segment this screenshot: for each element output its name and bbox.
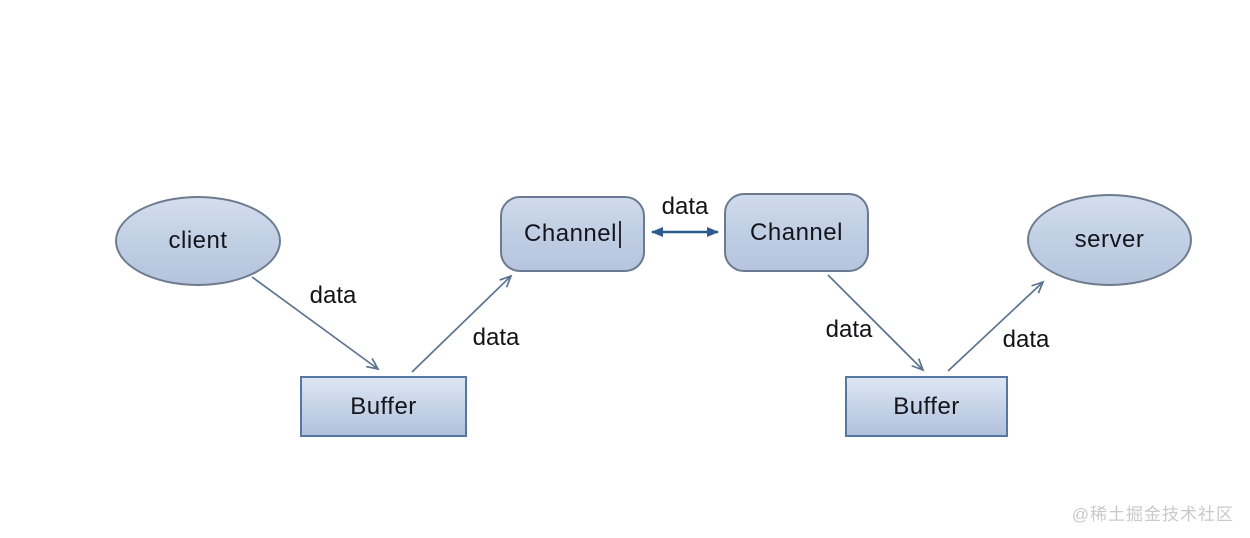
edge-buffer-to-channel	[411, 274, 513, 373]
edge-label-channel-buffer: data	[825, 316, 873, 343]
node-channel-right-label: Channel	[750, 218, 843, 246]
node-server-label: server	[1074, 226, 1145, 253]
node-channel-right: Channel	[724, 193, 869, 272]
edge-label-buffer-server: data	[1002, 326, 1050, 353]
node-buffer-left-label: Buffer	[350, 392, 417, 420]
edge-client-to-buffer	[251, 276, 380, 371]
node-channel-left-label: Channel	[524, 220, 617, 247]
edge-buffer-to-server	[947, 280, 1045, 372]
node-channel-left: Channel	[500, 196, 645, 272]
edge-label-channel-channel: data	[661, 193, 709, 220]
watermark-text: @稀土掘金技术社区	[1071, 505, 1234, 524]
node-buffer-left: Buffer	[300, 376, 467, 437]
edge-label-client-buffer: data	[309, 282, 357, 309]
edge-label-buffer-channel: data	[472, 324, 520, 351]
node-buffer-right: Buffer	[845, 376, 1008, 437]
node-server: server	[1027, 194, 1192, 286]
node-client: client	[115, 196, 281, 286]
node-client-label: client	[168, 227, 228, 254]
node-buffer-right-label: Buffer	[893, 392, 960, 420]
text-caret	[618, 220, 621, 248]
edge-channel-to-buffer	[827, 274, 925, 372]
